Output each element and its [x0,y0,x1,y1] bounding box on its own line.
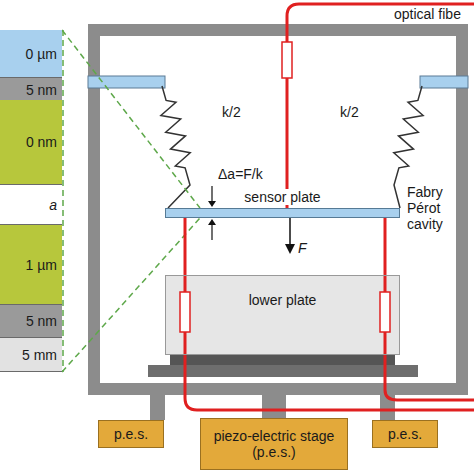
layer-thickness: 1 µm [26,257,57,273]
optical-fiber [385,355,474,400]
optical-fiber [185,355,474,410]
layer-thickness: 0 nm [26,134,57,150]
lower-plate-fill [165,275,400,355]
fiber-connector [380,292,390,332]
layer-band: 5 nm [0,78,62,102]
layer-thickness: a [49,197,57,213]
optical-fiber [287,4,474,208]
force-arrow [289,218,291,244]
layer-thickness: 5 mm [22,347,57,363]
layer-thickness: 5 nm [26,313,57,329]
force-arrow [285,244,295,254]
stage-leg [150,395,165,420]
gap-arrow [211,225,212,240]
layer-thickness: 0 µm [26,46,57,62]
zoom-line [62,218,200,372]
piezo-stage: piezo-electric stage (p.e.s.) [200,418,348,470]
annotation-label: optical fibe [392,6,463,22]
layer-band: 5 nm [0,305,62,338]
annotation-label: k/2 [340,104,359,120]
layer-band: 0 µm [0,30,62,78]
stage-bar [148,365,418,377]
fiber-connector [282,42,292,78]
part-name: sensor plate [241,189,323,205]
layer-band: 5 mm [0,338,62,372]
gap-arrow [208,201,216,207]
sensor-plate: sensor plate [165,189,400,218]
plate-bar [165,208,400,218]
annotation-label: Δa=F/k [218,166,263,182]
lower-plate: lower plate [165,275,400,355]
gap-arrow [211,186,212,201]
stage-bar [170,355,395,365]
layer-band: a [0,185,62,225]
annotation-label: F [298,240,307,256]
piezo-stage: p.e.s. [372,420,438,448]
zoom-line [62,30,200,208]
gap-arrow [208,219,216,225]
part-name: piezo-electric stage (p.e.s.) [205,428,343,460]
mount [420,76,468,88]
piezo-stage: p.e.s. [98,420,164,448]
layer-thickness: 5 nm [26,82,57,98]
fiber-connector [180,292,190,332]
part-name: p.e.s. [114,426,148,442]
layer-band: 1 µm [0,225,62,305]
annotation-label: k/2 [222,104,241,120]
stage-leg [262,395,286,418]
part-name: p.e.s. [388,426,422,442]
part-name: lower plate [249,292,317,308]
housing [88,24,468,395]
annotation-label: Fabry Pérot cavity [407,184,455,232]
cavity-fiber [384,218,387,275]
zoom-frame [62,30,64,372]
layer-band: 0 nm [0,100,62,185]
cavity-fiber [184,218,187,275]
